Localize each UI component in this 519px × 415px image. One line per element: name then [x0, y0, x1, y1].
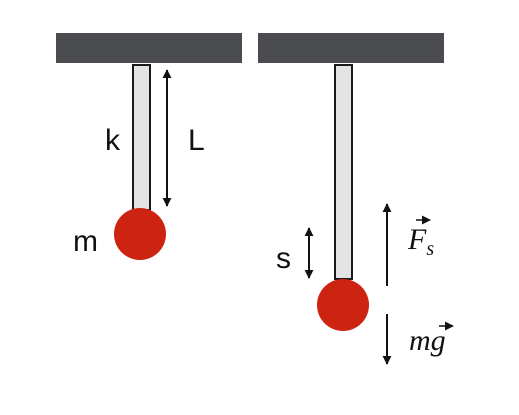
weight-label: mg	[409, 321, 454, 357]
svg-text:Fs: Fs	[407, 223, 434, 260]
mass-label: m	[73, 225, 98, 258]
force-symbol: F	[407, 223, 427, 256]
ceiling-left	[56, 33, 242, 63]
rod-stretched	[334, 64, 353, 280]
svg-text:mg: mg	[409, 324, 446, 357]
stretch-label: s	[276, 242, 291, 275]
mass-right	[317, 279, 369, 331]
weight-gravity: g	[431, 324, 446, 357]
spring-constant-label: k	[105, 124, 121, 157]
length-label: L	[188, 124, 205, 157]
ceiling-right	[258, 33, 444, 63]
weight-mass: m	[409, 324, 431, 357]
spring-force-label: Fs	[407, 215, 434, 260]
mass-left	[114, 208, 166, 260]
rod-unstretched	[132, 64, 151, 211]
force-subscript: s	[426, 238, 434, 260]
